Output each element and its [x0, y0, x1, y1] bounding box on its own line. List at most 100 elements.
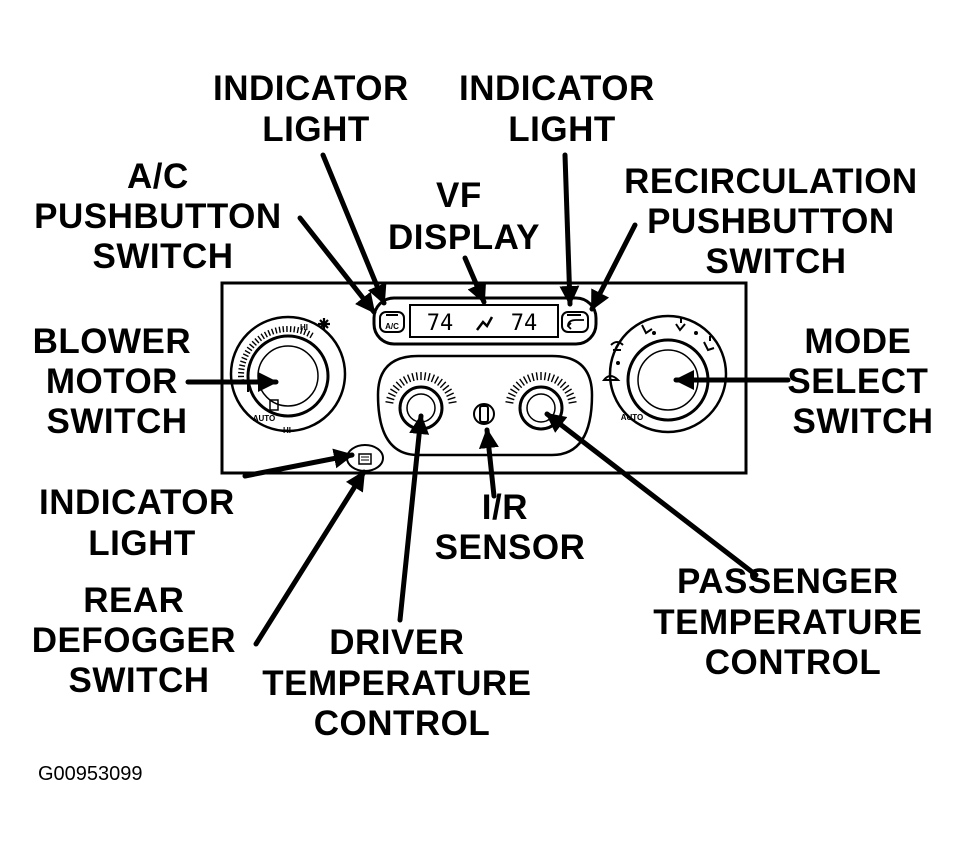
passenger-tick-scale: [505, 372, 577, 404]
leader-arrows: [185, 152, 791, 647]
tick-mark: [246, 346, 253, 352]
tick-mark: [399, 378, 405, 386]
tick-mark: [447, 396, 456, 401]
tick-mark: [386, 396, 395, 401]
display-window: [409, 304, 559, 338]
tick-mark: [543, 372, 547, 381]
label-indicator-light-bottom: INDICATOR LIGHT: [39, 483, 245, 563]
tick-mark: [535, 372, 539, 381]
tick-mark: [263, 331, 268, 338]
tick-mark: [392, 384, 400, 391]
tick-mark: [254, 338, 260, 344]
ir-sensor: [473, 403, 495, 425]
tick-mark: [522, 376, 529, 384]
label-blower-motor: BLOWER MOTOR SWITCH: [33, 322, 202, 441]
temperature-well: [376, 354, 594, 457]
tick-mark: [423, 372, 427, 381]
tick-mark: [508, 392, 516, 398]
tick-mark: [564, 388, 572, 394]
arrow-rear-defogger: [253, 469, 367, 647]
ac-button-label: A/C: [385, 322, 399, 331]
tick-mark: [519, 378, 525, 386]
arrow-indicator-light-right: [559, 152, 580, 307]
mode-icon-defrost-floor: [610, 341, 624, 351]
blower-tick-scale: [237, 325, 314, 382]
display-left-temp: 74: [427, 311, 454, 336]
mode-icon-defrost: [601, 375, 621, 381]
tick-mark: [260, 333, 265, 340]
label-rear-defogger: REAR DEFOGGER SWITCH: [32, 581, 247, 700]
display-right-temp: 74: [511, 311, 538, 336]
tick-mark: [437, 378, 443, 386]
recirculation-pushbutton-switch[interactable]: [561, 311, 589, 333]
tick-mark: [430, 374, 436, 383]
arrow-vf-display: [462, 255, 487, 305]
mode-auto-label: AUTO: [621, 413, 644, 422]
arrow-indicator-light-left: [320, 152, 387, 306]
rear-defogger-icon: [358, 453, 372, 465]
tick-mark: [442, 384, 450, 391]
tick-mark: [444, 388, 452, 394]
mode-select-switch[interactable]: AUTO: [601, 314, 728, 434]
blower-motor-switch[interactable]: HI AUTO HI: [229, 315, 347, 435]
label-recirculation: RECIRCULATION PUSHBUTTON SWITCH: [624, 162, 928, 281]
tick-mark: [550, 374, 556, 383]
tick-mark: [562, 384, 570, 391]
tick-mark: [274, 327, 278, 334]
tick-mark: [553, 376, 560, 384]
tick-mark: [406, 374, 412, 383]
tick-mark: [531, 373, 535, 382]
tick-mark: [515, 381, 523, 389]
arrow-indicator-light-bottom: [242, 448, 355, 479]
tick-mark: [296, 326, 300, 334]
tick-mark: [257, 335, 263, 342]
mode-icon-face: [641, 324, 653, 335]
ac-pushbutton-switch[interactable]: A/C: [379, 311, 405, 333]
tick-mark: [433, 376, 440, 384]
passenger-temperature-control[interactable]: [505, 372, 577, 431]
rear-defogger-switch[interactable]: [346, 444, 384, 472]
tick-mark: [505, 401, 514, 404]
vent-mode-icon: [476, 316, 494, 331]
tick-mark: [306, 330, 311, 337]
tick-mark: [270, 328, 275, 335]
tick-mark: [411, 373, 415, 382]
tick-mark: [240, 360, 247, 364]
label-vf-display: VF DISPLAY: [388, 176, 540, 257]
tick-mark: [446, 392, 454, 398]
tick-mark: [510, 388, 518, 394]
recirculation-icon: [566, 319, 584, 330]
tick-mark: [547, 373, 551, 382]
label-passenger-temp: PASSENGER TEMPERATURE CONTROL: [653, 562, 933, 682]
tick-mark: [241, 356, 248, 361]
arrow-passenger-temp: [544, 411, 759, 578]
control-panel: [220, 281, 748, 475]
tick-mark: [506, 396, 515, 401]
label-ac-pushbutton: A/C PUSHBUTTON SWITCH: [34, 157, 292, 276]
arrow-recirculation: [589, 222, 638, 312]
tick-mark: [249, 343, 255, 349]
label-mode-select: MODE SELECT SWITCH: [787, 322, 938, 441]
arrow-driver-temp: [397, 413, 430, 623]
tick-mark: [238, 368, 245, 371]
tick-mark: [385, 401, 394, 404]
blower-auto-label: AUTO: [253, 414, 276, 423]
label-indicator-light-left: INDICATOR LIGHT: [213, 69, 419, 149]
mode-icon-bilevel: [675, 318, 686, 332]
panel-bezel: [220, 281, 748, 475]
tick-mark: [267, 329, 272, 336]
label-indicator-light-right: INDICATOR LIGHT: [459, 69, 665, 149]
tick-mark: [427, 373, 431, 382]
tick-mark: [390, 388, 398, 394]
tick-mark: [557, 378, 563, 386]
blower-hi-bottom-label: HI: [283, 426, 291, 435]
tick-mark: [566, 392, 574, 398]
label-ir-sensor: I/R SENSOR: [435, 488, 586, 567]
tick-mark: [293, 326, 296, 333]
tick-mark: [244, 349, 251, 355]
driver-temperature-control[interactable]: [385, 372, 457, 431]
tick-mark: [395, 381, 403, 389]
arrow-ir-sensor: [478, 427, 499, 499]
mode-icon-floor: [703, 336, 715, 352]
